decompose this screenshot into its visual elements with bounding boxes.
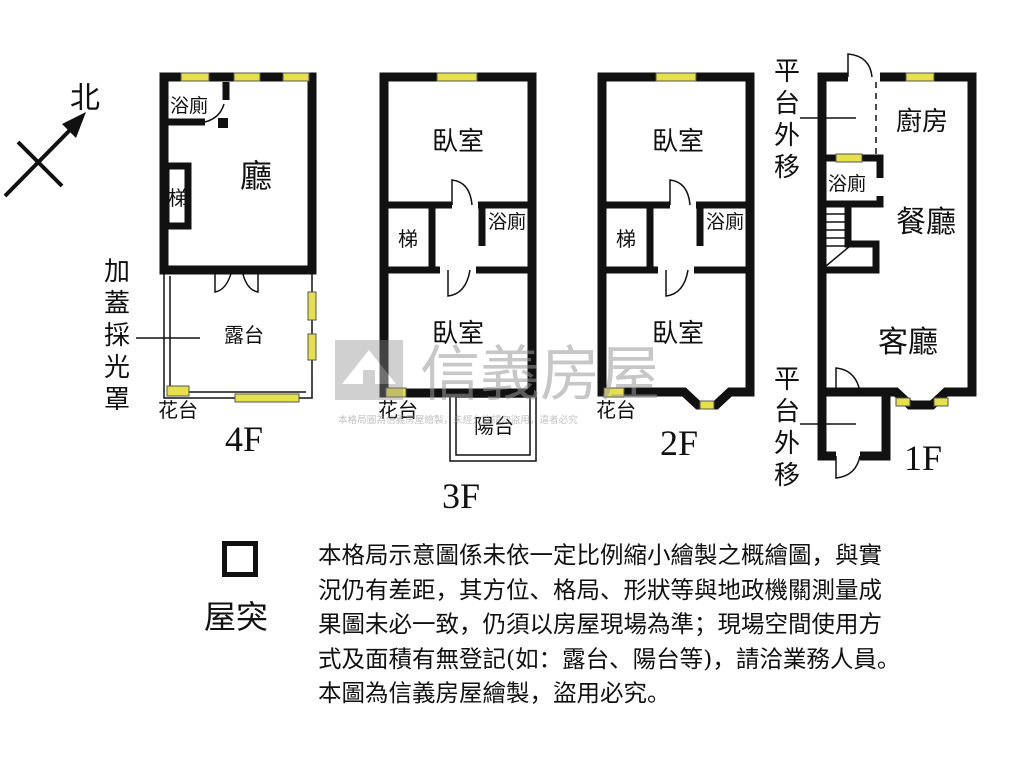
brand-logo-icon [335, 340, 403, 400]
f1-note-char: 移 [774, 153, 800, 183]
legend-label: 屋突 [204, 598, 269, 636]
f1-note-char: 外 [774, 121, 800, 151]
compass-cross-1 [16, 140, 64, 188]
floor-2f: 臥室 梯 浴廁 臥室 花台 2F [596, 72, 755, 463]
compass-arrow-shaft [3, 128, 72, 198]
f3-balcony-inner [455, 396, 531, 456]
f4-window-1 [180, 72, 210, 82]
floor-4f: 浴廁 廳 梯 露台 花台 4F 加 蓋 採 光 罩 [104, 72, 317, 459]
f1-bay-window-right [933, 397, 949, 407]
roof-structure-legend-icon [222, 541, 258, 577]
f4-planter-label: 花台 [158, 398, 198, 422]
f2-bedroom-top-label: 臥室 [652, 127, 704, 157]
f4-terrace-label: 露台 [224, 323, 264, 347]
f1-bath-label: 浴廁 [828, 172, 866, 195]
compass: 北 [3, 81, 100, 198]
f2-bay-window [699, 400, 715, 410]
f4-terrace-window-left [166, 385, 190, 397]
f2-window-top [655, 72, 697, 82]
f1-note-char: 外 [774, 429, 800, 459]
f3-window-top [436, 72, 478, 82]
f1-floor-label: 1F [904, 438, 942, 478]
f3-window-planter [385, 387, 407, 398]
f3-door-bottom [447, 269, 471, 297]
f4-stairs-wall [162, 162, 192, 230]
f2-outer-wall [597, 72, 755, 410]
f2-floor-label: 2F [660, 423, 698, 463]
f1-window-top [905, 72, 935, 82]
f3-planter-label: 花台 [378, 398, 418, 422]
disclaimer-line: 本圖為信義房屋繪製，盜用必究。 [318, 679, 671, 707]
f2-bedroom-bottom-label: 臥室 [652, 319, 704, 349]
f3-bedroom-top-label: 臥室 [432, 127, 484, 157]
f1-stairs [825, 213, 851, 267]
north-arrow-icon [62, 112, 86, 138]
f4-note-char: 光 [104, 353, 130, 383]
f1-entry-door-top [847, 53, 873, 78]
floor-1f: 廚房 浴廁 餐廳 客廳 1F 平 台 外 移 平 台 外 移 [774, 53, 977, 491]
f2-door-top [669, 179, 691, 206]
watermark: 信義房屋 本格局圖為信義房屋繪製，未經允許請勿盜用，違者必究 [335, 340, 660, 426]
disclaimer-line: 本格局示意圖係未依一定比例縮小繪製之概繪圖，與實 [318, 541, 882, 569]
f1-note-char: 移 [774, 461, 800, 491]
disclaimer: 本格局示意圖係未依一定比例縮小繪製之概繪圖，與實 況仍有差距，其方位、格局、形狀… [318, 538, 1008, 711]
f1-note-char: 台 [774, 397, 800, 427]
f3-door-top [451, 179, 473, 206]
f4-stairs-label: 梯 [168, 186, 188, 210]
f1-stair-diagonal [825, 245, 851, 267]
f1-note-char: 平 [774, 365, 800, 395]
f2-planter-label: 花台 [596, 398, 636, 422]
floor-3f: 臥室 梯 浴廁 臥室 花台 陽台 3F [378, 72, 537, 516]
watermark-brand: 信義房屋 [420, 340, 660, 410]
f4-note-char: 採 [104, 321, 130, 351]
f1-note-char: 平 [774, 57, 800, 87]
f4-note-char: 罩 [104, 385, 130, 415]
f4-terrace-window-right-2 [307, 333, 317, 361]
f4-note: 加 蓋 採 光 罩 [104, 257, 200, 415]
f3-stairs-label: 梯 [398, 227, 418, 251]
f1-stair-wall [822, 204, 880, 274]
f1-bath-window [835, 153, 863, 163]
f3-bath-label: 浴廁 [488, 210, 526, 233]
f1-dining-label: 餐廳 [896, 205, 956, 240]
f4-bath-door [204, 103, 225, 123]
f1-outer-wall [817, 72, 977, 410]
f1-living-label: 客廳 [878, 325, 938, 360]
compass-label: 北 [70, 81, 100, 116]
disclaimer-line: 況仍有差距，其方位、格局、形狀等與地政機關測量成 [318, 575, 882, 604]
f2-window-planter [603, 387, 625, 398]
f1-kitchen-label: 廚房 [896, 107, 948, 137]
f4-floor-label: 4F [225, 419, 263, 459]
f4-window-2 [233, 72, 261, 82]
f3-balcony-outline [449, 392, 537, 462]
f2-bath-label: 浴廁 [706, 210, 744, 233]
f2-stairs-label: 梯 [616, 227, 636, 251]
f3-bedroom-bottom-label: 臥室 [432, 319, 484, 349]
f4-terrace-window-bottom [234, 393, 300, 403]
watermark-notice: 本格局圖為信義房屋繪製，未經允許請勿盜用，違者必究 [338, 414, 578, 426]
f4-terrace-door [214, 269, 259, 293]
f1-note-bottom: 平 台 外 移 [774, 365, 856, 491]
f1-entry-door-bottom [835, 367, 861, 479]
f4-note-char: 蓋 [104, 289, 130, 319]
f1-note-top: 平 台 外 移 [774, 57, 856, 183]
f4-terrace-window-right-1 [307, 291, 317, 321]
f2-door-bottom [665, 269, 689, 297]
f4-note-char: 加 [104, 257, 130, 287]
f1-bay-window-left [895, 397, 911, 407]
f3-balcony-label: 陽台 [474, 414, 514, 438]
f4-hall-label: 廳 [240, 157, 272, 195]
disclaimer-line: 式及面積有無登記(如：露台、陽台等)，請洽業務人員。 [318, 644, 901, 673]
f4-window-3 [282, 72, 310, 82]
floor-plan: 北 浴廁 廳 梯 露台 花台 4F 加 蓋 採 光 [3, 53, 977, 516]
f4-bath-label: 浴廁 [170, 94, 208, 117]
f1-note-char: 台 [774, 89, 800, 119]
f4-bath-fixture [218, 118, 228, 128]
f1-annex-wall [817, 392, 891, 461]
disclaimer-line: 果圖未必一致，仍須以房屋現場為準；現場空間使用方 [318, 610, 882, 638]
f3-floor-label: 3F [442, 476, 480, 516]
